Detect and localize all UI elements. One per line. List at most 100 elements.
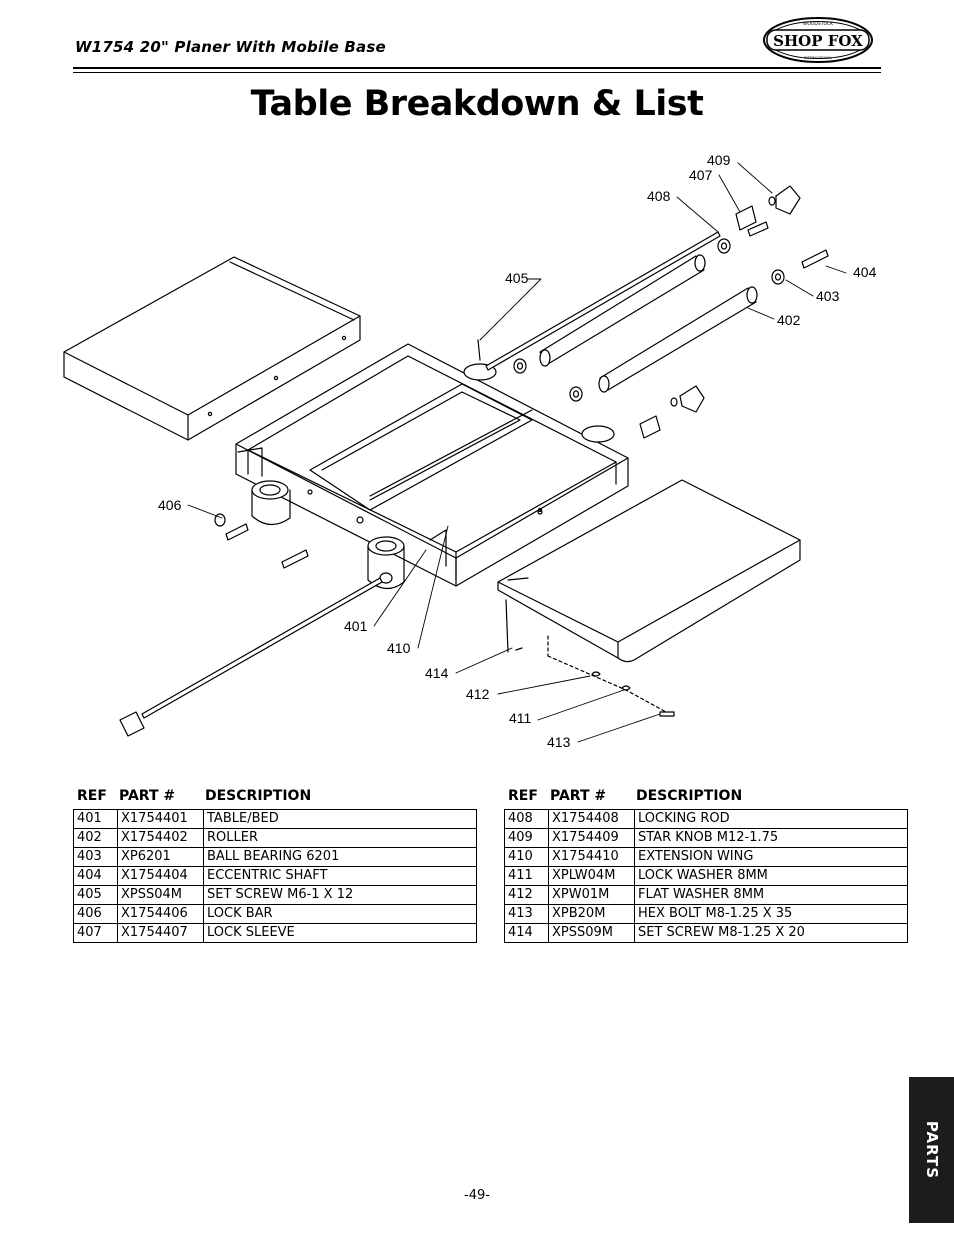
cell-part: X1754408 [549,810,635,828]
cell-part: X1754407 [118,924,204,942]
cell-part: XP6201 [118,848,204,866]
document-header-title: W1754 20" Planer With Mobile Base [75,38,386,56]
cell-description: SET SCREW M6-1 X 12 [207,887,354,902]
callout-403: 403 [816,288,840,304]
cell-description: LOCK BAR [207,906,273,921]
cell-description: LOCK WASHER 8MM [638,868,768,883]
locking-rod-and-shafts [119,185,829,737]
cell-part: XPLW04M [549,867,635,885]
callout-401: 401 [344,618,368,634]
header-rule-thin [73,72,881,73]
cell-part: XPSS09M [549,924,635,942]
header-part: PART # [550,788,607,804]
table-breakdown-diagram: 409 407 408 404 403 402 405 406 401 410 … [63,152,877,750]
callout-407: 407 [689,167,713,183]
cell-description: LOCK SLEEVE [207,925,295,940]
cell-ref: 401 [74,810,118,828]
cell-part: XPB20M [549,905,635,923]
table-mounting-lugs [251,363,615,590]
page-title: Table Breakdown & List [250,84,704,124]
cell-description: BALL BEARING 6201 [207,849,340,864]
callout-412: 412 [466,686,490,702]
cell-ref: 412 [505,886,549,904]
header-ref: REF [508,788,538,804]
cell-part: XPW01M [549,886,635,904]
callout-408: 408 [647,188,671,204]
cell-part: X1754409 [549,829,635,847]
cell-ref: 402 [74,829,118,847]
cell-description: HEX BOLT M8-1.25 X 35 [638,906,793,921]
section-tab-parts: PARTS [909,1077,954,1223]
callout-404: 404 [853,264,877,280]
page-number: -49- [464,1188,490,1203]
main-table [235,343,629,587]
callout-406: 406 [158,497,182,513]
cell-description: SET SCREW M8-1.25 X 20 [638,925,805,940]
callout-411: 411 [509,710,532,726]
table-header: REF PART # DESCRIPTION [504,787,908,809]
callout-402: 402 [777,312,801,328]
cell-part: X1754404 [118,867,204,885]
callout-405: 405 [505,270,529,286]
cell-description: ECCENTRIC SHAFT [207,868,328,883]
cell-description: TABLE/BED [207,811,279,826]
cell-description: STAR KNOB M12-1.75 [638,830,779,845]
bearings [513,238,785,402]
callout-409: 409 [707,152,731,168]
cell-ref: 408 [505,810,549,828]
header-description: DESCRIPTION [636,788,743,804]
header-ref: REF [77,788,107,804]
table-header: REF PART # DESCRIPTION [73,787,477,809]
cell-ref: 406 [74,905,118,923]
cell-ref: 407 [74,924,118,942]
cell-part: X1754401 [118,810,204,828]
svg-text:INTERNATIONAL: INTERNATIONAL [804,56,832,60]
header-description: DESCRIPTION [205,788,312,804]
svg-text:WOODSTOCK: WOODSTOCK [803,21,834,27]
cell-description: LOCKING ROD [638,811,730,826]
callout-410: 410 [387,640,411,656]
cell-part: X1754406 [118,905,204,923]
cell-ref: 403 [74,848,118,866]
rollers [539,254,758,393]
cell-part: X1754410 [549,848,635,866]
cell-ref: 409 [505,829,549,847]
cell-ref: 405 [74,886,118,904]
cell-ref: 414 [505,924,549,942]
leader-lines [187,162,847,743]
section-tab-label: PARTS [922,1120,941,1180]
cell-ref: 410 [505,848,549,866]
cell-description: ROLLER [207,830,258,845]
right-extension-wing [497,479,801,717]
cell-ref: 411 [505,867,549,885]
cell-description: EXTENSION WING [638,849,754,864]
cell-description: FLAT WASHER 8MM [638,887,765,902]
cell-part: XPSS04M [118,886,204,904]
cell-part: X1754402 [118,829,204,847]
callout-414: 414 [425,665,449,681]
callout-413: 413 [547,734,571,750]
svg-text:SHOP FOX: SHOP FOX [773,32,863,50]
left-extension-wing [63,256,361,441]
cell-ref: 413 [505,905,549,923]
header-part: PART # [119,788,176,804]
header-rule-thick [73,67,881,69]
